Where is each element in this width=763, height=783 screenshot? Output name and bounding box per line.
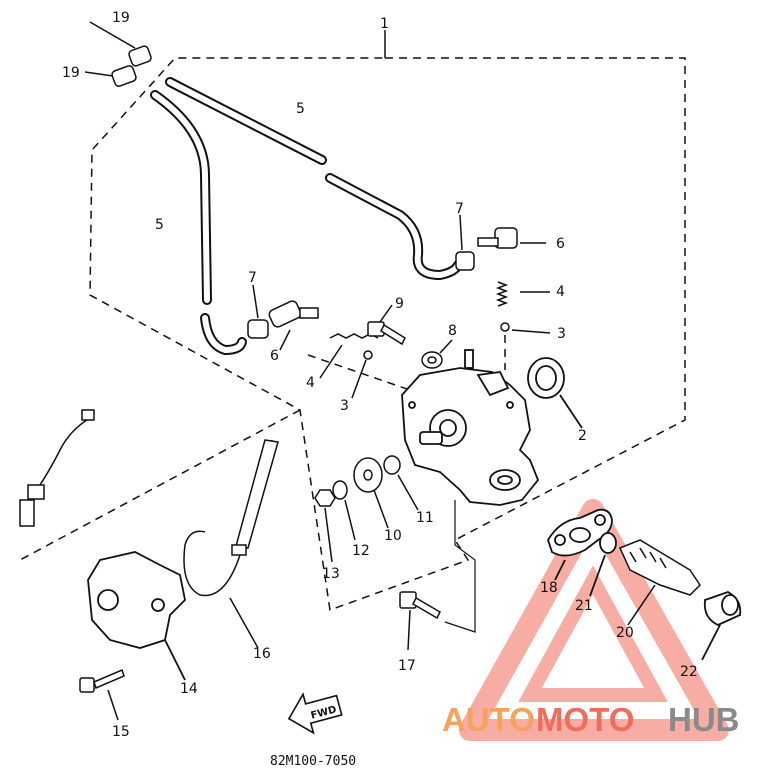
callout-20: 20	[616, 625, 634, 641]
assembly-boundary	[19, 30, 686, 612]
callout-5-left: 5	[155, 217, 164, 233]
callout-7-right: 7	[455, 201, 464, 217]
pump-cover	[87, 551, 186, 681]
check-ball	[351, 322, 551, 399]
callout-19-top: 19	[112, 10, 130, 26]
callout-18: 18	[540, 580, 558, 596]
callout-21: 21	[575, 598, 593, 614]
callout-14: 14	[180, 681, 198, 697]
washer	[421, 339, 453, 369]
sensor-lead	[19, 409, 95, 527]
callout-22: 22	[680, 664, 698, 680]
spring	[319, 281, 550, 379]
oil-hose	[165, 77, 463, 281]
callout-10: 10	[384, 528, 402, 544]
callout-12: 12	[352, 543, 370, 559]
nut	[314, 489, 336, 563]
hose-cap	[84, 21, 152, 87]
lock-washer	[332, 480, 356, 541]
drive-shaft	[618, 539, 701, 626]
oil-seal	[527, 357, 583, 429]
callout-15: 15	[112, 724, 130, 740]
watermark-auto: AUTO	[442, 701, 535, 738]
gasket	[547, 508, 613, 581]
callout-11: 11	[416, 510, 434, 526]
oil-hose-left	[150, 90, 247, 356]
callout-6-right: 6	[556, 236, 565, 252]
pump-bolt	[399, 591, 441, 651]
callout-labels: 1 2 3 3 4 4 5 5 6 6 7 7 8 9 10 11 12 13 …	[62, 10, 698, 740]
watermark-moto: MOTO	[536, 701, 634, 738]
hose-union	[268, 227, 546, 351]
o-ring	[589, 532, 617, 597]
collar	[701, 591, 742, 661]
oil-pump-body	[401, 349, 540, 506]
callout-6: 6	[270, 348, 279, 364]
callout-3: 3	[340, 398, 349, 414]
callout-9: 9	[395, 296, 404, 312]
cover-bolt	[79, 668, 125, 721]
callout-16: 16	[253, 646, 271, 662]
hose-clip	[247, 214, 475, 339]
callout-2: 2	[578, 428, 587, 444]
watermark-text: AUTO MOTO HUB	[442, 701, 740, 738]
catalog-part-number: 82M100-7050	[270, 754, 356, 769]
reference-line	[444, 500, 476, 633]
callout-4-right: 4	[556, 284, 565, 300]
oil-pump-cable	[183, 439, 279, 649]
callout-4: 4	[306, 375, 315, 391]
plain-washer	[383, 455, 419, 511]
callout-8: 8	[448, 323, 457, 339]
callout-5: 5	[296, 101, 305, 117]
callout-7: 7	[248, 270, 257, 286]
bolt	[367, 304, 406, 346]
pulley-disc	[353, 457, 389, 529]
callout-1: 1	[380, 16, 389, 32]
watermark-hub: HUB	[668, 701, 740, 738]
watermark-logo	[459, 499, 729, 741]
callout-19: 19	[62, 65, 80, 81]
callout-3-right: 3	[557, 326, 566, 342]
callout-13: 13	[322, 566, 340, 582]
callout-17: 17	[398, 658, 416, 674]
forward-arrow-icon: FWD	[287, 692, 343, 735]
